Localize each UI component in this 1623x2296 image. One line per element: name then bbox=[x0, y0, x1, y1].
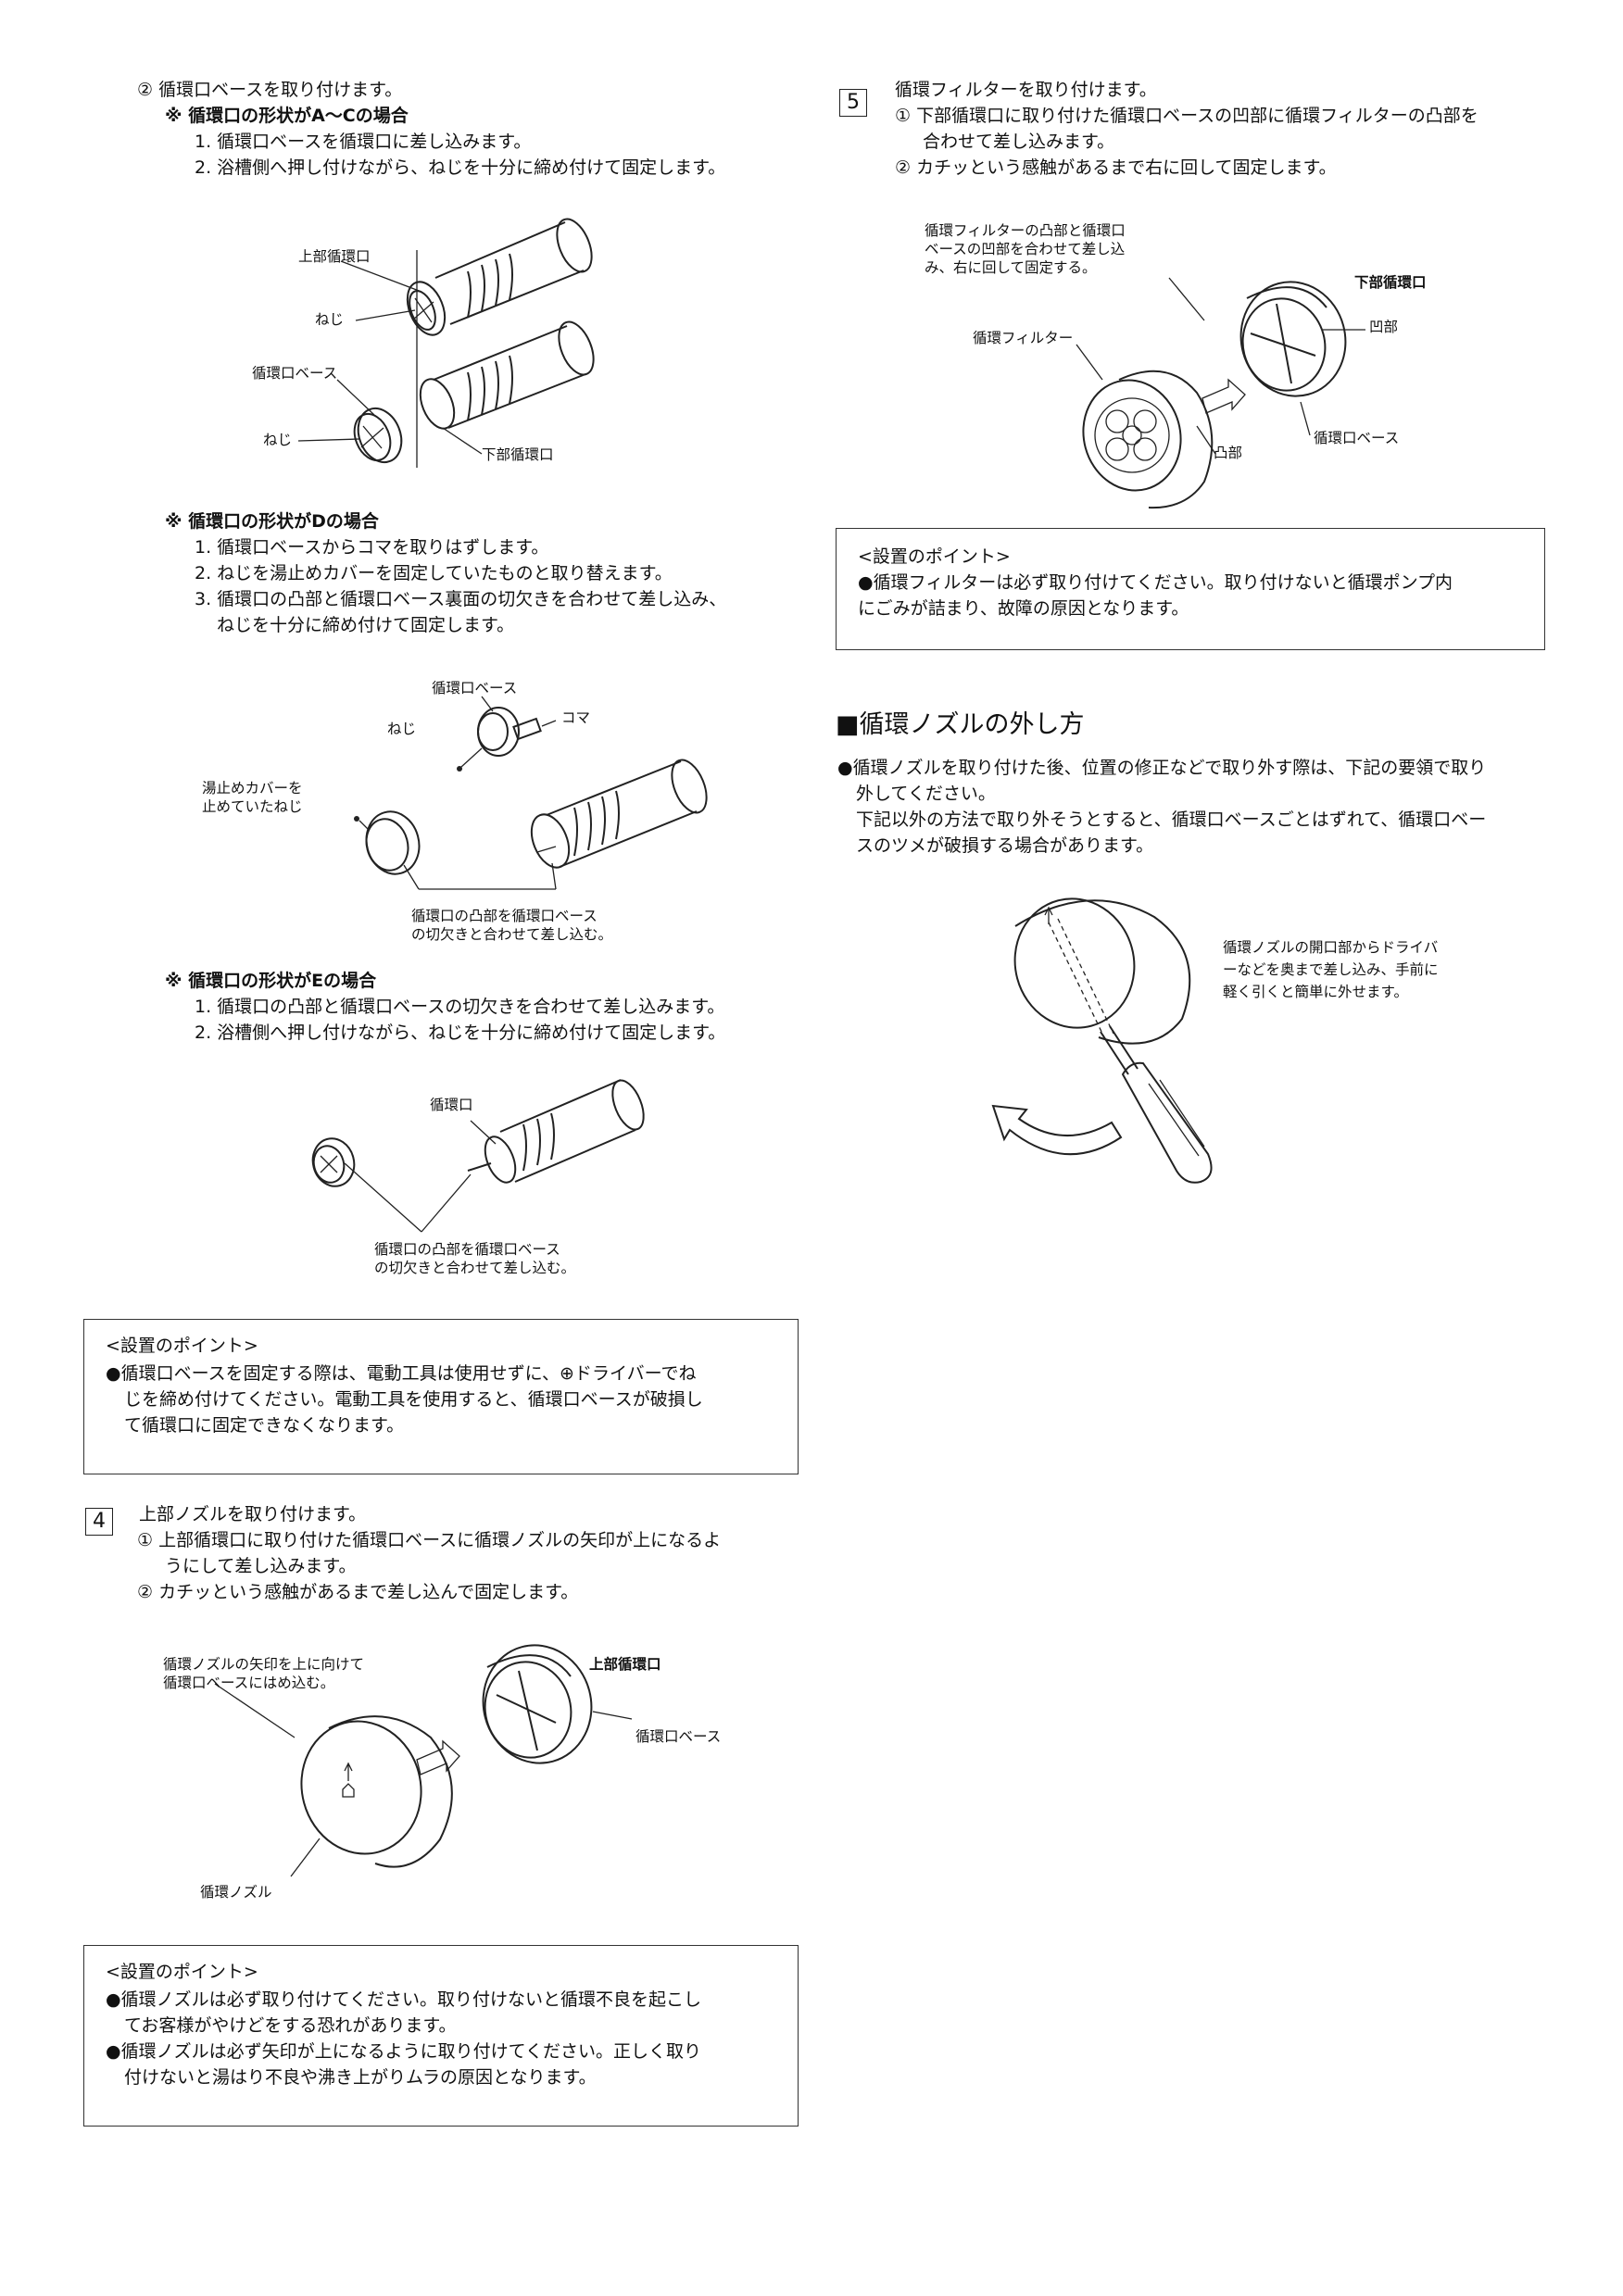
point-3-line-1: ●循環フィルターは必ず取り付けてください。取り付けないと循環ポンプ内 bbox=[858, 572, 1453, 593]
removal-line-4: スのツメが破損する場合があります。 bbox=[856, 835, 1154, 856]
case-ac-heading: ※ 循環口の形状がA～Cの場合 bbox=[165, 106, 409, 126]
label-d-screw: ねじ bbox=[387, 721, 417, 737]
step-4-item-1: ① 上部循環口に取り付けた循環口ベースに循環ノズルの矢印が上になるよ bbox=[137, 1530, 722, 1550]
pipe-d bbox=[530, 759, 708, 869]
step-4-item-1-cont: うにして差し込みます。 bbox=[165, 1556, 357, 1576]
label-d-cover-screw-1: 湯止めカバーを bbox=[202, 780, 303, 797]
install-point-box-2 bbox=[83, 1945, 799, 2127]
step-5-item-2: ② カチッという感触があるまで右に回して固定します。 bbox=[895, 157, 1337, 178]
lower-pipe bbox=[419, 320, 595, 430]
removal-note-1: 循環ノズルの開口部からドライバ bbox=[1223, 939, 1439, 956]
step-5-item-1: ① 下部循環口に取り付けた循環口ベースの凹部に循環フィルターの凸部を bbox=[895, 106, 1478, 126]
base-4 bbox=[482, 1644, 593, 1764]
case-e-item-1: 1. 循環口の凸部と循環口ベースの切欠きを合わせて差し込みます。 bbox=[195, 997, 725, 1017]
step-4-title: 上部ノズルを取り付けます。 bbox=[139, 1504, 367, 1524]
point-1-title: <設置のポイント> bbox=[106, 1336, 258, 1356]
install-point-box-1 bbox=[83, 1319, 799, 1474]
install-point-box-3 bbox=[836, 528, 1545, 650]
label-5-note-2: ベースの凹部を合わせて差し込 bbox=[925, 241, 1126, 257]
label-base: 循環口ベース bbox=[252, 365, 338, 382]
label-5-note-3: み、右に回して固定する。 bbox=[925, 259, 1097, 276]
removal-note-2: ーなどを奥まで差し込み、手前に bbox=[1223, 961, 1439, 978]
case-ac-item-1: 1. 循環口ベースを循環口に差し込みます。 bbox=[195, 132, 532, 152]
label-lower-port: 下部循環口 bbox=[482, 446, 554, 463]
step-4-number: 4 bbox=[85, 1508, 113, 1536]
label-5-recess: 凹部 bbox=[1369, 319, 1399, 335]
koma bbox=[512, 717, 542, 741]
label-d-koma: コマ bbox=[561, 709, 591, 726]
nozzle-removal bbox=[1013, 897, 1191, 1045]
step-5-title: 循環フィルターを取り付けます。 bbox=[895, 80, 1157, 100]
base-e bbox=[311, 1137, 356, 1187]
label-e-note-1: 循環口の凸部を循環口ベース bbox=[374, 1241, 560, 1258]
label-4-arrow-note-1: 循環ノズルの矢印を上に向けて bbox=[163, 1656, 365, 1673]
label-d-note-2: の切欠きと合わせて差し込む。 bbox=[411, 926, 613, 943]
removal-line-1: ●循環ノズルを取り付けた後、位置の修正などで取り外す際は、下記の要領で取り bbox=[837, 758, 1487, 778]
base-5 bbox=[1239, 281, 1347, 397]
case-d-item-3-cont: ねじを十分に締め付けて固定します。 bbox=[217, 615, 515, 635]
label-4-arrow-note-2: 循環口ベースにはめ込む。 bbox=[163, 1675, 335, 1691]
point-3-line-2: にごみが詰まり、故障の原因となります。 bbox=[858, 598, 1189, 619]
label-5-filter: 循環フィルター bbox=[973, 330, 1074, 346]
label-5-lower-port: 下部循環口 bbox=[1354, 274, 1427, 291]
label-4-nozzle: 循環ノズル bbox=[200, 1884, 272, 1901]
pipe-e bbox=[467, 1079, 645, 1184]
point-3-title: <設置のポイント> bbox=[858, 546, 1011, 567]
point-2-line-4: 付けないと湯はり不良や沸き上がりムラの原因となります。 bbox=[124, 2067, 597, 2088]
label-4-base: 循環口ベース bbox=[635, 1728, 722, 1745]
upper-pipe bbox=[434, 218, 593, 325]
label-e-port: 循環口 bbox=[430, 1097, 473, 1113]
upper-port-ring bbox=[406, 281, 447, 336]
removal-line-3: 下記以外の方法で取り外そうとすると、循環口ベースごとはずれて、循環口ベー bbox=[856, 809, 1487, 830]
step2-title: ② 循環口ベースを取り付けます。 bbox=[137, 80, 403, 100]
case-ac-item-2: 2. 浴槽側へ押し付けながら、ねじを十分に締め付けて固定します。 bbox=[195, 157, 726, 178]
label-5-protrusion: 凸部 bbox=[1214, 445, 1243, 461]
cover-d bbox=[365, 810, 421, 875]
case-d-item-2: 2. ねじを湯止めカバーを固定していたものと取り替えます。 bbox=[195, 563, 673, 583]
base-d bbox=[477, 707, 520, 757]
filter bbox=[1082, 370, 1214, 509]
removal-note-3: 軽く引くと簡単に外せます。 bbox=[1223, 984, 1408, 1000]
removal-heading: ■循環ノズルの外し方 bbox=[836, 710, 1085, 739]
label-d-base: 循環口ベース bbox=[432, 680, 518, 696]
point-2-line-2: てお客様がやけどをする恐れがあります。 bbox=[124, 2015, 457, 2036]
label-5-base: 循環口ベース bbox=[1314, 430, 1400, 446]
case-e-item-2: 2. 浴槽側へ押し付けながら、ねじを十分に締め付けて固定します。 bbox=[195, 1023, 726, 1043]
direction-arrow bbox=[416, 1739, 460, 1775]
point-1-line-2: じを締め付けてください。電動工具を使用すると、循環口ベースが破損し bbox=[124, 1389, 703, 1410]
case-d-item-3: 3. 循環口の凸部と循環口ベース裏面の切欠きを合わせて差し込み、 bbox=[195, 589, 727, 609]
label-5-note-1: 循環フィルターの凸部と循環口 bbox=[925, 222, 1126, 239]
removal-line-2: 外してください。 bbox=[856, 784, 996, 804]
label-upper-port: 上部循環口 bbox=[298, 248, 371, 265]
case-d-item-1: 1. 循環口ベースからコマを取りはずします。 bbox=[195, 537, 549, 558]
label-d-cover-screw-2: 止めていたねじ bbox=[202, 798, 303, 815]
filter-mesh bbox=[1094, 397, 1170, 473]
pull-arrow bbox=[991, 1104, 1123, 1156]
nozzle bbox=[300, 1715, 453, 1868]
screwdriver-icon bbox=[1048, 918, 1213, 1184]
label-screw-1: ねじ bbox=[315, 311, 345, 328]
point-2-title: <設置のポイント> bbox=[106, 1962, 258, 1982]
step-5-item-1-cont: 合わせて差し込みます。 bbox=[923, 132, 1115, 152]
label-e-note-2: の切欠きと合わせて差し込む。 bbox=[374, 1260, 576, 1276]
direction-arrow-5 bbox=[1202, 378, 1246, 414]
step-5-number: 5 bbox=[839, 89, 867, 117]
case-e-heading: ※ 循環口の形状がEの場合 bbox=[165, 971, 377, 991]
label-screw-2: ねじ bbox=[263, 432, 293, 448]
step-4-item-2: ② カチッという感触があるまで差し込んで固定します。 bbox=[137, 1582, 579, 1602]
label-d-note-1: 循環口の凸部を循環口ベース bbox=[411, 908, 598, 924]
point-2-line-3: ●循環ノズルは必ず矢印が上になるように取り付けてください。正しく取り bbox=[106, 2041, 702, 2062]
point-1-line-1: ●循環口ベースを固定する際は、電動工具は使用せずに、⊕ドライバーでね bbox=[106, 1363, 697, 1384]
label-4-upper-port: 上部循環口 bbox=[589, 1656, 661, 1673]
case-d-heading: ※ 循環口の形状がDの場合 bbox=[165, 511, 379, 532]
point-1-line-3: て循環口に固定できなくなります。 bbox=[124, 1415, 405, 1436]
point-2-line-1: ●循環ノズルは必ず取り付けてください。取り付けないと循環不良を起こし bbox=[106, 1989, 702, 2010]
